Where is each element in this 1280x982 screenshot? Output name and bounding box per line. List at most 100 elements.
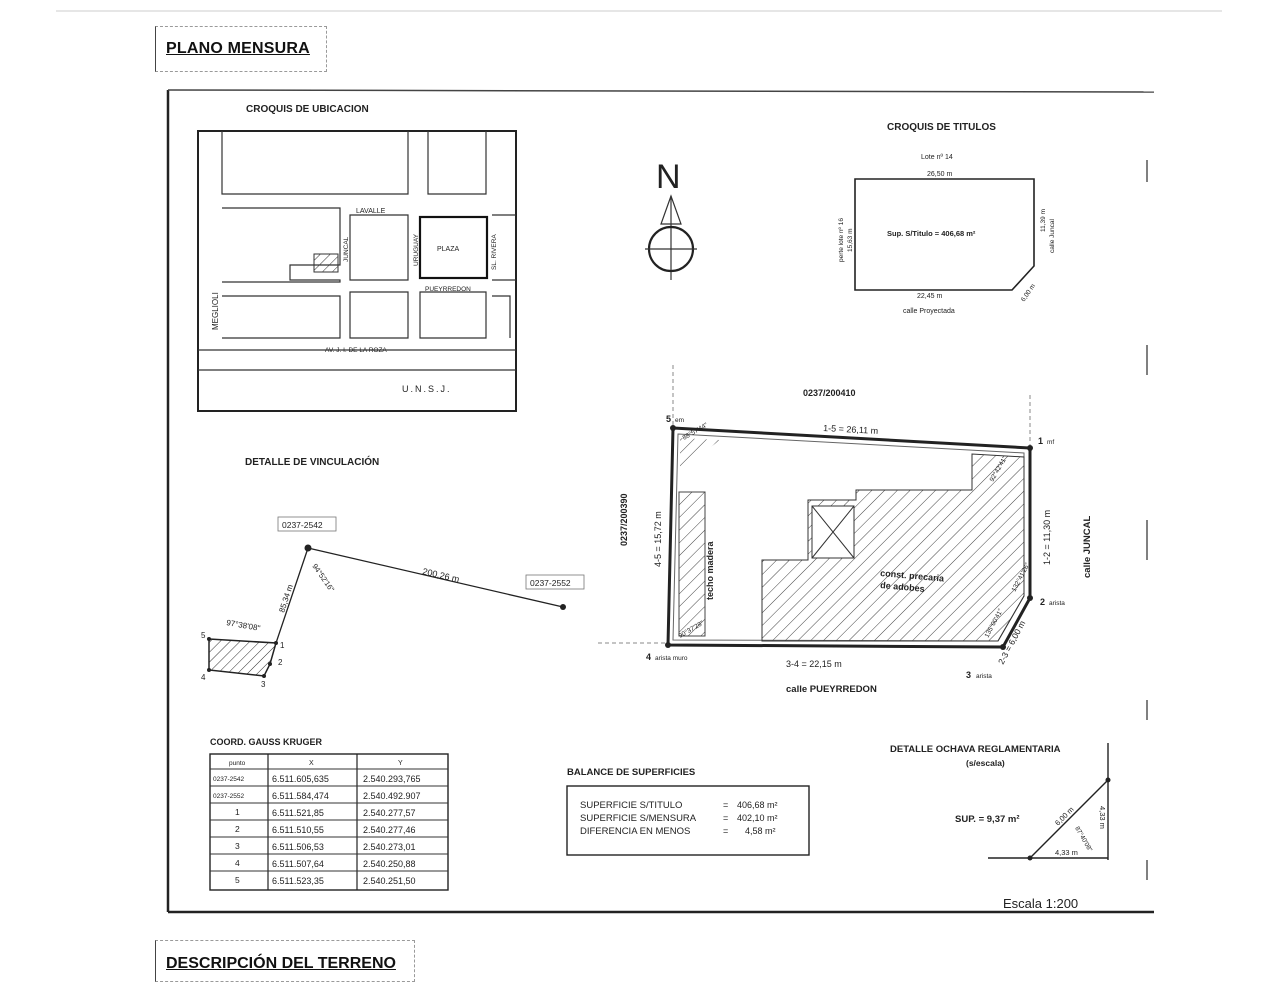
north-arrow: N	[645, 158, 697, 280]
street-bottom: calle PUEYRREDON	[786, 684, 877, 695]
balance-value: 406,68 m²	[737, 800, 778, 810]
unsj-label: U.N.S.J.	[402, 384, 452, 394]
balance-value: 4,58 m²	[745, 826, 776, 836]
corner-detail-title: DETALLE OCHAVA REGLAMENTARIA	[890, 744, 1061, 755]
coords-cell: 6.511.521,85	[272, 808, 324, 818]
link-vertex-5: 5	[201, 631, 206, 640]
link-vertex-2: 2	[278, 658, 283, 667]
link-point-2: 0237-2552	[530, 578, 571, 588]
street-blocks	[198, 131, 516, 371]
link-distance: 200,26 m	[422, 566, 461, 584]
coords-header-y: Y	[398, 760, 403, 767]
corner-area: SUP. = 9,37 m²	[955, 814, 1020, 825]
title-sup: Sup. S/Titulo = 406,68 m²	[887, 229, 976, 238]
section-title: PLANO MENSURA	[166, 40, 310, 57]
coords-cell: 0237-2542	[213, 776, 244, 783]
side-4-5: 4-5 = 15,72 m	[653, 511, 663, 567]
coords-header-punto: punto	[229, 760, 246, 767]
title-left-value: 15,63 m	[847, 229, 854, 253]
side-3-4: 3-4 = 22,15 m	[786, 659, 842, 669]
corner-vert-dim: 4,33 m	[1098, 806, 1107, 829]
adobe-construction	[761, 453, 1025, 642]
title-bottom-dim: 22,45 m	[917, 293, 942, 300]
next-section-title: DESCRIPCIÓN DEL TERRENO	[166, 955, 396, 972]
coords-cell: 6.511.523,35	[272, 876, 324, 886]
link-vertex-3: 3	[261, 680, 266, 689]
title-bottom-street: calle Proyectada	[903, 308, 955, 315]
side-1-2: 1-2 = 11,30 m	[1042, 510, 1052, 565]
vertex-5-note: em	[675, 417, 684, 424]
coords-cell: 2.540.293,765	[363, 774, 421, 784]
balance-value: 402,10 m²	[737, 813, 778, 823]
balance-label: SUPERFICIE S/MENSURA	[580, 813, 697, 824]
coords-cell: 6.511.605,635	[272, 774, 329, 784]
link-vertex-4: 4	[201, 673, 206, 682]
coords-cell: 3	[235, 841, 240, 851]
vertex-4: 4	[646, 652, 651, 662]
vertex-1-note: mf	[1047, 439, 1054, 446]
coords-header-x: X	[309, 760, 314, 767]
section-title-box: PLANO MENSURA	[155, 26, 327, 72]
title-right-street: calle Juncal	[1049, 218, 1056, 253]
balance-eq: =	[723, 800, 728, 810]
location-sketch-frame	[197, 130, 517, 412]
link-detail: DETALLE DE VINCULACIÓN 0237-2542 0237-25…	[201, 455, 585, 689]
wood-roof-label: techo madera	[705, 540, 715, 600]
plaza-block	[418, 215, 489, 280]
vertex-4-note: arista muro	[655, 655, 688, 662]
coords-cell: 6.511.506,53	[272, 842, 324, 852]
title-right-value: 11,39 m	[1040, 209, 1047, 232]
link-distance-short: 85,34 m	[277, 583, 295, 614]
area-balance: BALANCE DE SUPERFICIES SUPERFICIE S/TITU…	[566, 767, 810, 856]
link-point-1: 0237-2542	[282, 520, 323, 530]
title-lote: Lote nº 14	[921, 154, 953, 161]
coords-cell: 1	[235, 807, 240, 817]
vertex-2-note: arista	[1049, 600, 1065, 607]
coords-cell: 2.540.273,01	[363, 842, 416, 852]
parcel-neighbor-left: 0237/200390	[619, 493, 629, 546]
coords-cell: 2.540.277,46	[363, 825, 416, 835]
coords-cell: 2.540.250,88	[363, 859, 416, 869]
title-top-dim: 26,50 m	[927, 171, 952, 178]
north-letter: N	[656, 158, 681, 196]
vertex-3: 3	[966, 670, 971, 680]
coords-table: COORD. GAUSS KRUGER punto X Y 0237-2542 …	[209, 737, 449, 891]
construction-label-2: de adobes	[880, 580, 925, 594]
title-sketch-title: CROQUIS DE TITULOS	[887, 122, 996, 133]
title-lot-outline	[854, 178, 1035, 291]
street-lavalle: LAVALLE	[356, 208, 386, 215]
coords-cell: 5	[235, 875, 240, 885]
link-parcel	[208, 638, 277, 677]
vertex-5: 5	[666, 414, 671, 424]
title-left-label: perte lote nº 16	[838, 218, 845, 262]
street-meglioli: MEGLIOLI	[211, 292, 220, 330]
scale-label: Escala 1:200	[1003, 896, 1078, 911]
corner-horiz-dim: 4,33 m	[1055, 848, 1078, 857]
vertex-3-note: arista	[976, 673, 992, 680]
top-divider	[56, 10, 1222, 12]
coords-cell: 2	[235, 824, 240, 834]
title-diag-dim: 6,00 m	[1020, 283, 1037, 303]
coords-cell: 4	[235, 858, 240, 868]
balance-eq: =	[723, 826, 728, 836]
vertex-2: 2	[1040, 597, 1045, 607]
parcel-neighbor-top: 0237/200410	[803, 388, 856, 398]
survey-plan: CROQUIS DE UBICACION PLAZA LAVALLE JUNCA…	[166, 89, 1155, 914]
side-1-5: 1-5 = 26,11 m	[823, 423, 879, 436]
link-detail-title: DETALLE DE VINCULACIÓN	[245, 455, 379, 468]
survey-parcel: 0237/200410 0237/200390 1-5 = 26,11 m 1-…	[598, 365, 1093, 695]
street-juncal: JUNCAL	[343, 236, 350, 262]
location-sketch: CROQUIS DE UBICACION PLAZA LAVALLE JUNCA…	[197, 104, 517, 412]
sheet-frame	[166, 89, 1155, 914]
coords-cell: 2.540.251,50	[363, 876, 416, 886]
coords-cell: 6.511.510,55	[272, 825, 324, 835]
parcel-marker	[313, 253, 339, 273]
coords-title: COORD. GAUSS KRUGER	[210, 737, 323, 747]
link-angle-left: 97°38'08"	[226, 618, 261, 633]
coords-cell: 2.540.492.907	[363, 791, 421, 801]
balance-title: BALANCE DE SUPERFICIES	[567, 767, 695, 778]
corner-detail-subtitle: (s/escala)	[966, 758, 1005, 768]
coords-cell: 0237-2552	[213, 793, 244, 800]
coords-cell: 6.511.507,64	[272, 859, 324, 869]
street-sl-rivera: SL. RIVERA	[491, 234, 498, 270]
